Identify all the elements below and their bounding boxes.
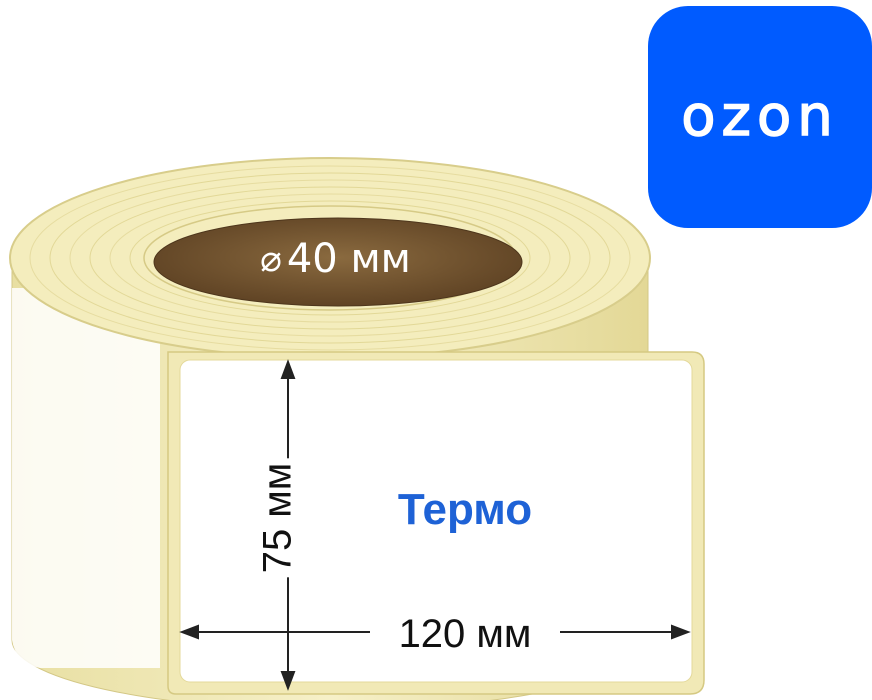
core-diameter-value: 40 мм xyxy=(286,236,411,282)
label-width-value: 120 мм xyxy=(370,612,560,656)
label-sheet xyxy=(167,351,705,695)
label-type: Термо xyxy=(397,485,533,534)
label-height-value: 75 мм xyxy=(255,458,301,578)
diameter-icon: ⌀ xyxy=(259,238,281,280)
core-diameter-label: ⌀ 40 мм xyxy=(200,232,470,286)
roll-core xyxy=(153,217,523,307)
ozon-logo: OZON xyxy=(648,6,872,228)
ozon-logo-text: OZON xyxy=(681,84,839,149)
